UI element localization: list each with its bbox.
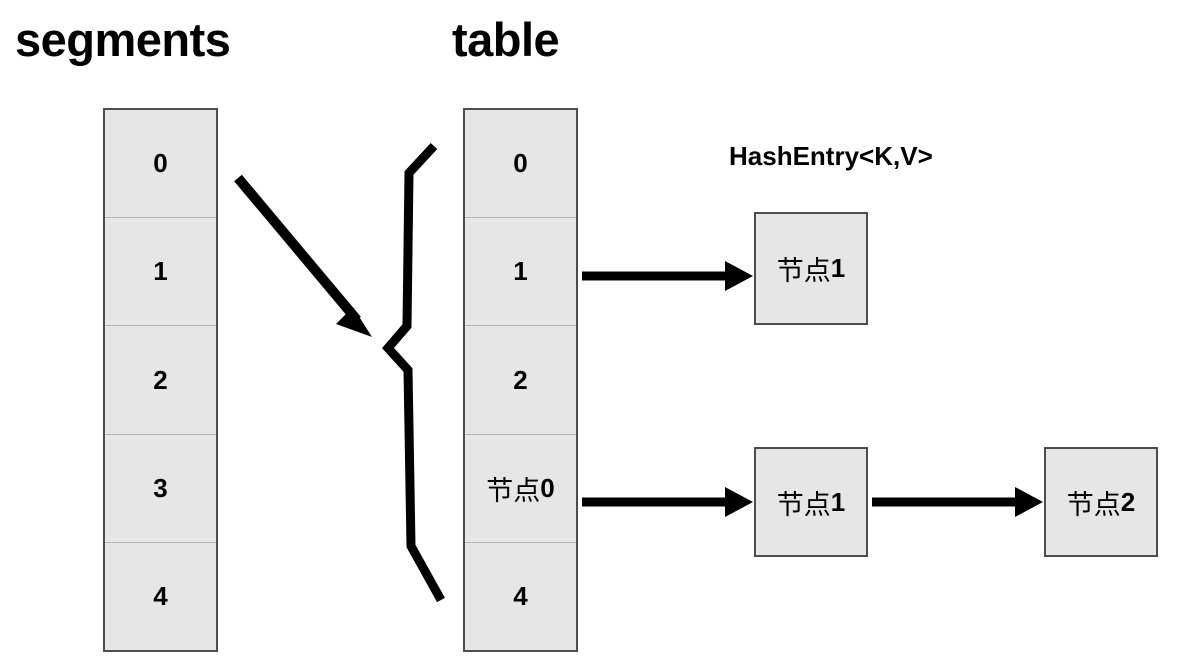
- node-box-entry-1-index: 1: [830, 253, 846, 283]
- node-box-chain-1-label: 节点: [776, 489, 831, 520]
- table-cell-2: 2: [465, 326, 576, 435]
- node-chain-arrow-icon: [872, 487, 1043, 517]
- node-box-chain-1-index: 1: [830, 486, 846, 517]
- table-column-title: table: [452, 13, 560, 66]
- table-cell-2-label: 2: [513, 364, 528, 395]
- table-cell-3-index: 0: [540, 472, 555, 503]
- node-box-chain-2-label: 节点: [1066, 489, 1121, 520]
- table-cell-0: 0: [465, 110, 576, 219]
- segments-cell-2-label: 2: [153, 364, 168, 395]
- segments-cell-0-label: 0: [153, 148, 168, 179]
- table-cell-1: 1: [465, 218, 576, 327]
- table-cell-1-label: 1: [513, 256, 528, 287]
- table-cell-4-label: 4: [513, 580, 528, 611]
- table-cell-3-label: 节点: [486, 475, 541, 506]
- table-row3-to-node-arrow-icon: [582, 487, 753, 517]
- segments-cell-2: 2: [105, 326, 216, 435]
- segments-column-title: segments: [15, 13, 231, 66]
- segments-cell-1: 1: [105, 218, 216, 327]
- table-row1-to-node-arrow-icon: [582, 261, 753, 291]
- node-box-chain-2-index: 2: [1120, 486, 1136, 517]
- node-box-entry-1-label: 节点: [776, 256, 831, 286]
- segments-cell-1-label: 1: [153, 256, 168, 287]
- segments-cell-3-label: 3: [153, 472, 168, 503]
- table-brace-icon: [381, 142, 445, 603]
- table-cell-4: 4: [465, 542, 576, 651]
- segments-cell-4-label: 4: [153, 580, 168, 611]
- hashentry-type-label: HashEntry<K,V>: [729, 141, 933, 171]
- segment-to-table-arrow-icon: [234, 174, 372, 337]
- segments-cell-3: 3: [105, 434, 216, 543]
- segments-array: 0 1 2 3 4: [103, 108, 218, 652]
- table-cell-0-label: 0: [513, 148, 528, 179]
- segments-cell-4: 4: [105, 542, 216, 651]
- segments-cell-0: 0: [105, 110, 216, 219]
